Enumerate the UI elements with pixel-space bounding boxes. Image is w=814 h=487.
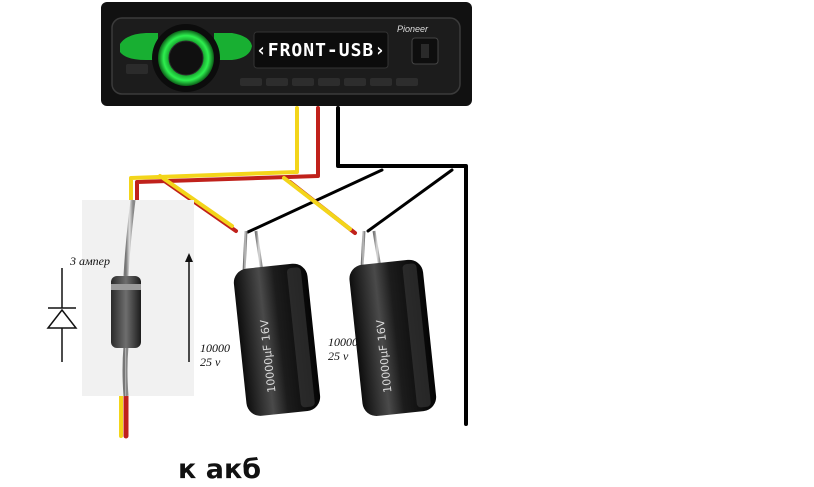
diode-rating-label: 3 ампер [69, 254, 110, 268]
capacitor-1-voltage: 25 v [200, 355, 221, 369]
brand-logo: Pioneer [397, 24, 429, 34]
acc-wire-cap1 [158, 174, 234, 228]
acc-wire-main [129, 106, 299, 202]
capacitor-2-value: 10000 [328, 335, 358, 349]
capacitor-2: 10000µF 16V [349, 230, 437, 416]
capacitor-2-lead-left [360, 230, 366, 269]
capacitor-1-stripe [286, 267, 315, 408]
diode-lead-bottom [122, 345, 129, 397]
preset-buttons [240, 78, 418, 86]
diode-symbol [46, 268, 78, 362]
positive-wire-main [135, 106, 320, 202]
capacitor-1: 10000µF 16V [233, 230, 321, 416]
display-panel [253, 31, 389, 69]
capacitor-1-value: 10000 [200, 341, 230, 355]
battery-caption: к акб [178, 454, 261, 485]
green-accent-right [214, 33, 252, 60]
acc-wire-cap2 [282, 176, 352, 231]
usb-slot [421, 44, 429, 58]
diode-photo [82, 199, 194, 397]
capacitor-1-lead-right [254, 230, 264, 273]
diode-body [111, 276, 141, 348]
ground-wire-main [336, 106, 468, 426]
src-button [126, 64, 148, 74]
current-arrow-head [185, 253, 193, 262]
head-unit: ‹FRONT-USB› Pioneer [101, 2, 472, 106]
volume-knob-center [168, 40, 204, 76]
capacitor-2-lead-right [372, 230, 382, 269]
capacitor-2-voltage: 25 v [328, 349, 349, 363]
green-accent-left [120, 33, 158, 60]
wires [119, 106, 468, 439]
display-text: ‹FRONT-USB› [256, 40, 386, 61]
diode-cathode-band [111, 284, 141, 290]
capacitor-2-stripe [402, 263, 431, 408]
capacitor-1-lead-left [242, 230, 248, 273]
ground-wire-cap2 [366, 168, 454, 233]
diode-lead-top [123, 199, 136, 277]
